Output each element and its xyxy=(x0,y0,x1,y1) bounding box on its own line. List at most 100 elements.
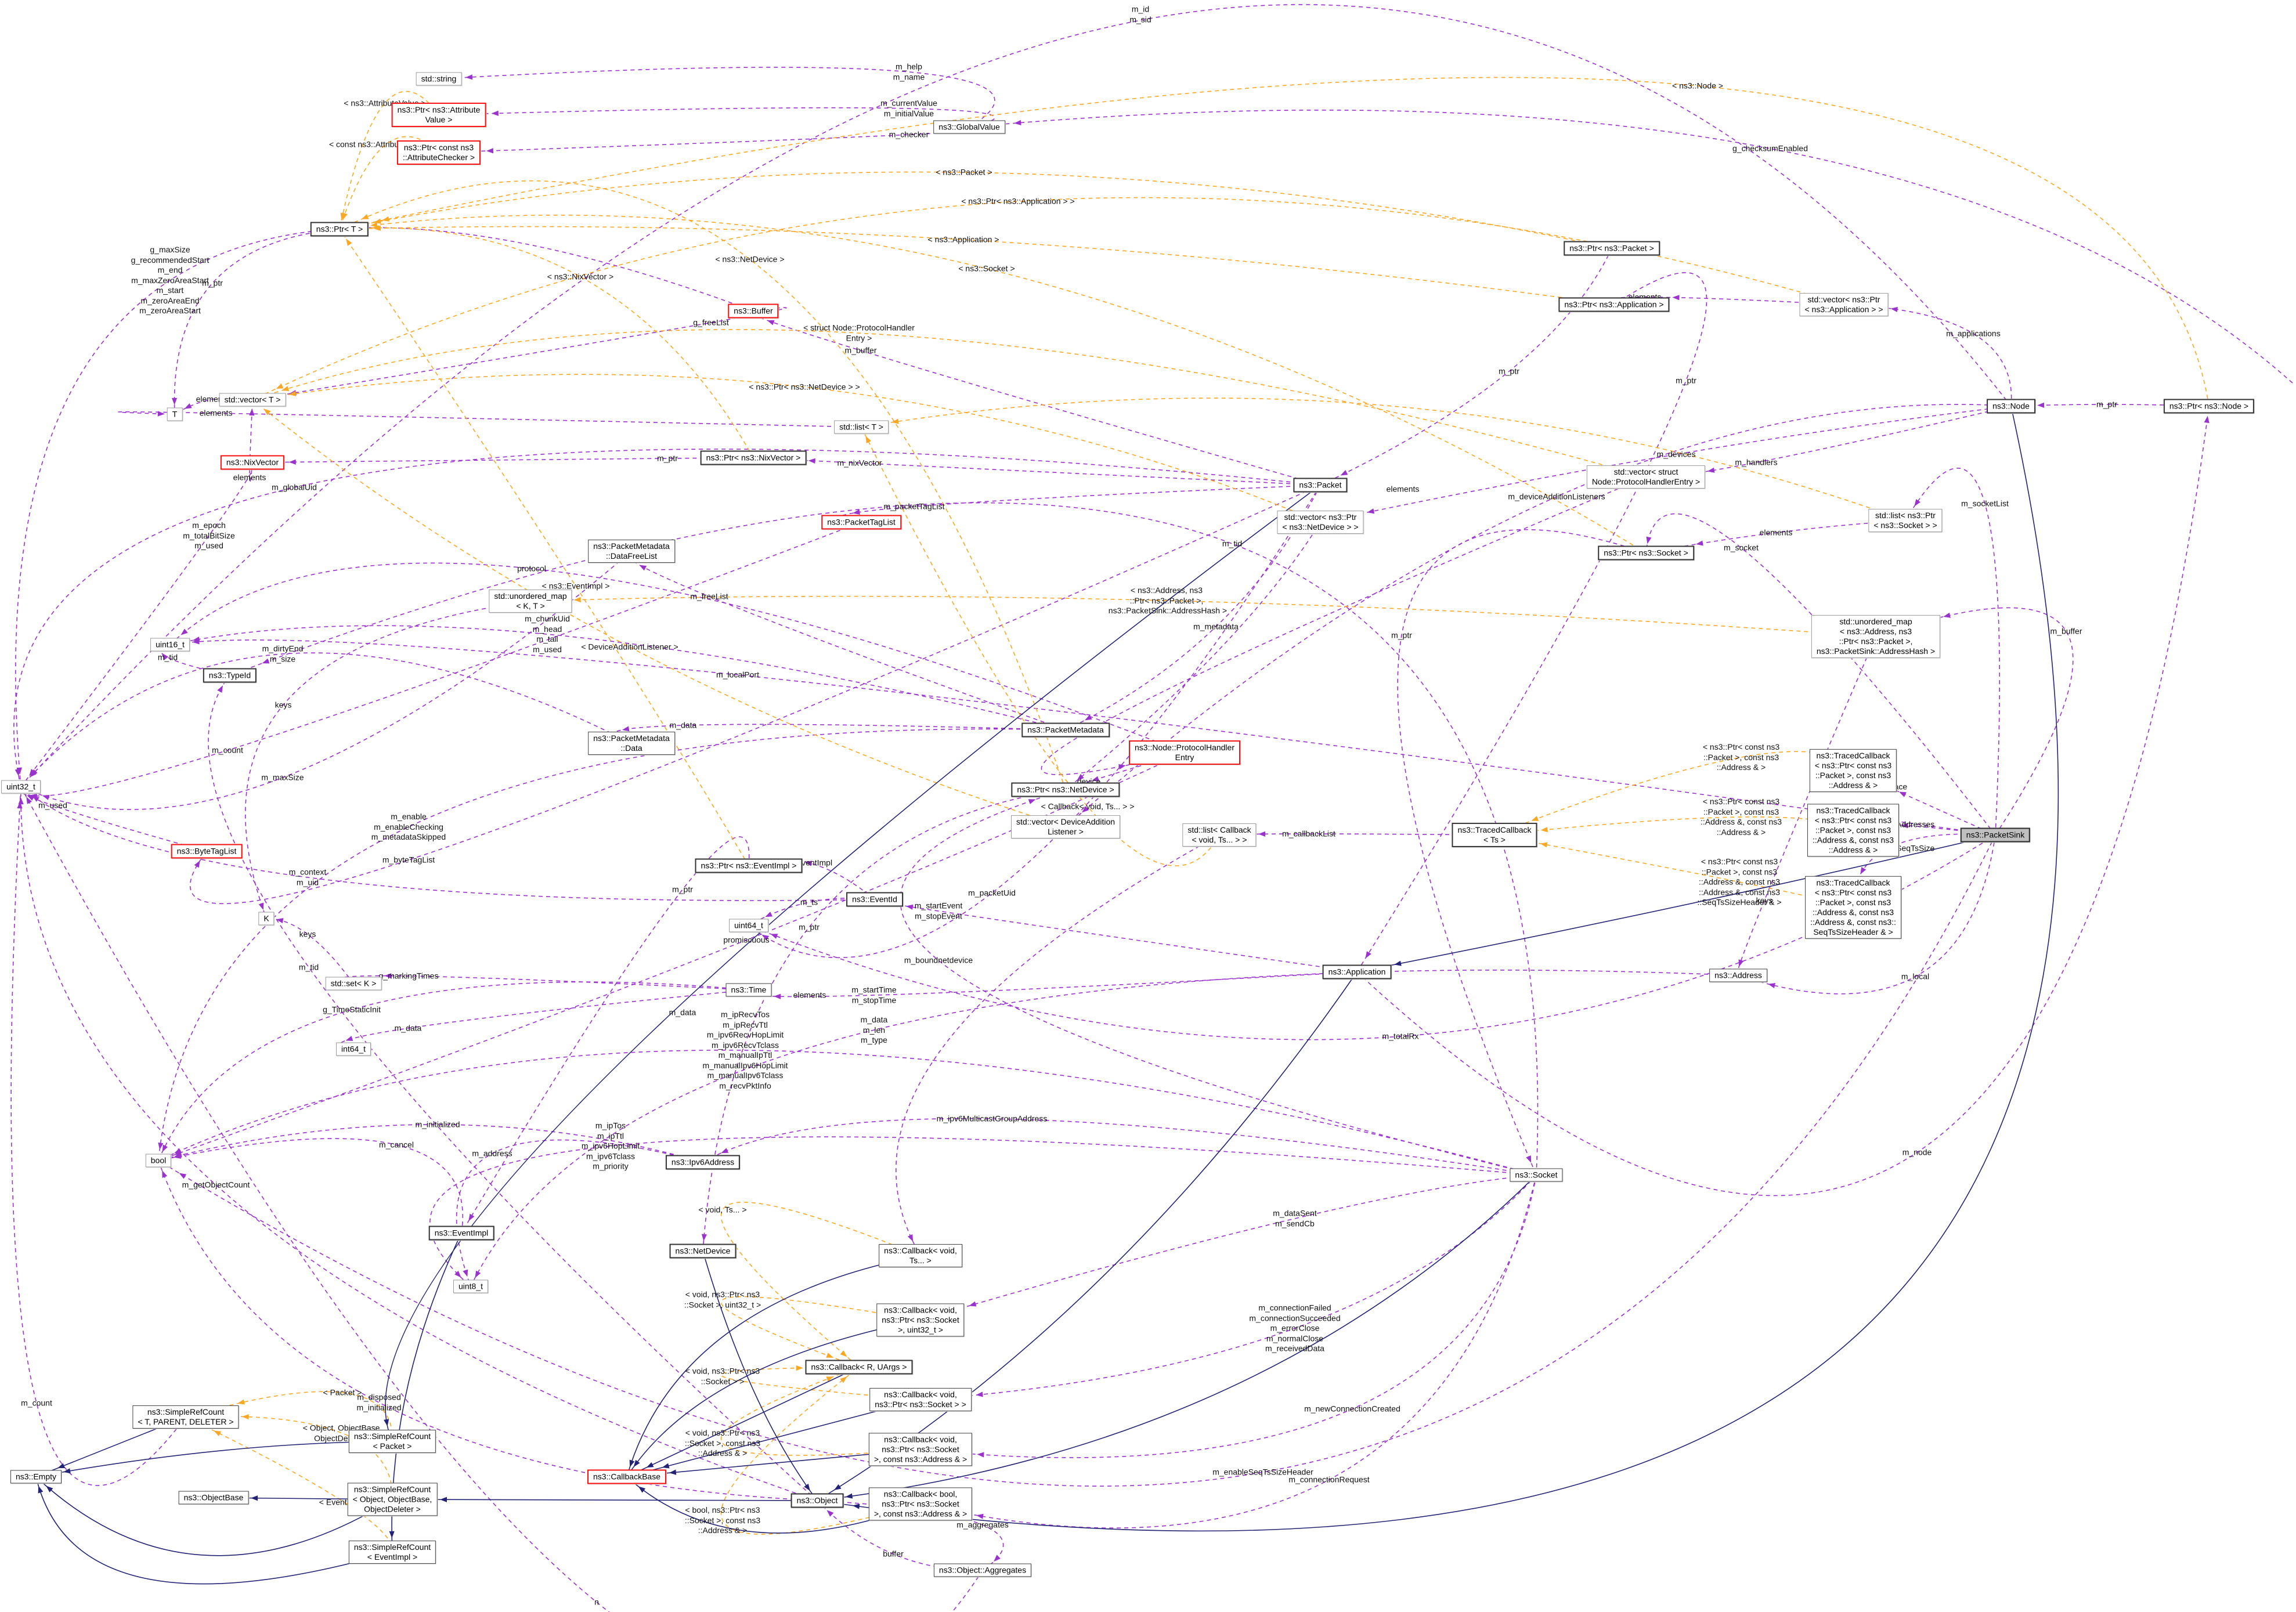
class-box-t[interactable]: T xyxy=(167,407,183,421)
class-box-tcb-ts[interactable]: ns3::TracedCallback < Ts > xyxy=(1452,822,1537,848)
edge-arrowhead xyxy=(1672,295,1680,301)
edge-label: elements xyxy=(1386,484,1420,494)
edge-label: m_tid xyxy=(1222,538,1243,548)
class-box-std-string[interactable]: std::string xyxy=(416,72,462,86)
class-box-address[interactable]: ns3::Address xyxy=(1709,968,1767,982)
class-box-object[interactable]: ns3::Object xyxy=(790,1493,844,1508)
class-box-bool[interactable]: bool xyxy=(145,1154,172,1168)
class-box-src-eventimpl[interactable]: ns3::SimpleRefCount < EventImpl > xyxy=(348,1540,436,1564)
class-box-cb-bool-socket-addr[interactable]: ns3::Callback< bool, ns3::Ptr< ns3::Sock… xyxy=(868,1487,973,1521)
edge-label: m_data xyxy=(669,720,697,730)
class-box-cb-socket-addr[interactable]: ns3::Callback< void, ns3::Ptr< ns3::Sock… xyxy=(868,1433,973,1466)
class-box-ptr-attr-checker[interactable]: ns3::Ptr< const ns3 ::AttributeChecker > xyxy=(396,140,481,165)
class-box-int64[interactable]: int64_t xyxy=(335,1042,371,1056)
class-box-vec-t[interactable]: std::vector< T > xyxy=(219,393,286,407)
class-box-cb-socket-u32[interactable]: ns3::Callback< void, ns3::Ptr< ns3::Sock… xyxy=(876,1303,965,1337)
edge-label: m_handlers xyxy=(1735,457,1778,467)
class-box-ipv6-address[interactable]: ns3::Ipv6Address xyxy=(665,1155,741,1170)
edge-arrowhead xyxy=(796,1365,803,1371)
class-box-cb-void-ts[interactable]: ns3::Callback< void, Ts... > xyxy=(879,1244,962,1268)
class-box-ptr-t[interactable]: ns3::Ptr< T > xyxy=(310,222,369,237)
class-box-global-value[interactable]: ns3::GlobalValue xyxy=(933,120,1005,134)
class-box-buffer[interactable]: ns3::Buffer xyxy=(728,303,779,319)
class-box-uint16[interactable]: uint16_t xyxy=(150,638,190,652)
class-box-src-object[interactable]: ns3::SimpleRefCount < Object, ObjectBase… xyxy=(347,1483,438,1516)
class-box-packet[interactable]: ns3::Packet xyxy=(1293,478,1348,493)
edge xyxy=(1738,834,1996,995)
class-box-packet-tag-list[interactable]: ns3::PacketTagList xyxy=(821,515,901,530)
edge-label: m_packetTagList xyxy=(883,501,945,511)
edge-arrowhead xyxy=(184,403,192,409)
class-box-ptr-socket[interactable]: ns3::Ptr< ns3::Socket > xyxy=(1598,545,1694,561)
edge-arrowhead xyxy=(63,1468,71,1474)
class-box-list-callback[interactable]: std::list< Callback < void, Ts... > > xyxy=(1182,823,1257,847)
edge-label: m_chunkUid m_head m_tail m_used xyxy=(525,614,570,654)
class-box-vec-phe[interactable]: std::vector< struct Node::ProtocolHandle… xyxy=(1586,465,1706,489)
class-box-ptr-nix[interactable]: ns3::Ptr< ns3::NixVector > xyxy=(700,450,807,465)
class-box-phe[interactable]: ns3::Node::ProtocolHandler Entry xyxy=(1129,740,1240,765)
edge-label: < bool, ns3::Ptr< ns3 ::Socket >, const … xyxy=(684,1505,761,1535)
class-box-time[interactable]: ns3::Time xyxy=(725,983,772,997)
edge-arrowhead xyxy=(1365,951,1371,959)
class-box-ptr-app[interactable]: ns3::Ptr< ns3::Application > xyxy=(1558,297,1670,312)
edge xyxy=(252,197,1844,400)
class-box-callback-base[interactable]: ns3::CallbackBase xyxy=(587,1469,666,1484)
class-box-node[interactable]: ns3::Node xyxy=(1987,399,2035,414)
class-box-uint64[interactable]: uint64_t xyxy=(729,919,768,932)
class-box-cb-socket[interactable]: ns3::Callback< void, ns3::Ptr< ns3::Sock… xyxy=(869,1387,972,1412)
class-box-eventid[interactable]: ns3::EventId xyxy=(846,892,903,907)
edge-arrowhead xyxy=(288,391,297,396)
edge-arrowhead xyxy=(1646,536,1652,544)
class-box-ptr-attr-value[interactable]: ns3::Ptr< ns3::Attribute Value > xyxy=(391,102,486,128)
class-box-packet-sink[interactable]: ns3::PacketSink xyxy=(1960,827,2031,843)
class-box-net-device[interactable]: ns3::NetDevice xyxy=(669,1244,737,1259)
class-box-nix-vector[interactable]: ns3::NixVector xyxy=(220,455,285,470)
class-box-tcb3[interactable]: ns3::TracedCallback < ns3::Ptr< const ns… xyxy=(1805,876,1901,939)
class-box-application[interactable]: ns3::Application xyxy=(1322,964,1392,980)
class-box-pm-data[interactable]: ns3::PacketMetadata ::Data xyxy=(588,731,675,756)
edge xyxy=(339,180,1066,790)
class-box-packet-metadata[interactable]: ns3::PacketMetadata xyxy=(1021,722,1110,738)
edge xyxy=(1494,834,1854,908)
class-box-ptr-netdevice[interactable]: ns3::Ptr< ns3::NetDevice > xyxy=(1011,782,1120,797)
class-box-set-k[interactable]: std::set< K > xyxy=(325,977,382,991)
class-box-list-ptr-socket[interactable]: std::list< ns3::Ptr < ns3::Socket > > xyxy=(1868,508,1943,533)
class-box-dfl[interactable]: ns3::PacketMetadata ::DataFreeList xyxy=(588,539,675,563)
class-box-vec-ptr-app[interactable]: std::vector< ns3::Ptr < ns3::Application… xyxy=(1799,292,1889,317)
class-box-empty[interactable]: ns3::Empty xyxy=(10,1470,62,1484)
class-box-tcb2[interactable]: ns3::TracedCallback < ns3::Ptr< const ns… xyxy=(1807,804,1900,857)
edge xyxy=(1905,468,2001,836)
class-box-vec-dal[interactable]: std::vector< DeviceAddition Listener > xyxy=(1010,815,1121,839)
edge-arrowhead xyxy=(194,860,200,868)
class-box-event-impl[interactable]: ns3::EventImpl xyxy=(428,1226,494,1241)
class-box-src-packet[interactable]: ns3::SimpleRefCount < Packet > xyxy=(348,1429,436,1454)
class-box-umap-addr[interactable]: std::unordered_map < ns3::Address, ns3 :… xyxy=(1811,615,1941,659)
class-box-aggregates[interactable]: ns3::Object::Aggregates xyxy=(933,1563,1032,1577)
class-box-typeid[interactable]: ns3::TypeId xyxy=(203,668,257,683)
class-box-vec-ptr-netdev[interactable]: std::vector< ns3::Ptr < ns3::NetDevice >… xyxy=(1277,510,1364,534)
class-box-umap-kt[interactable]: std::unordered_map < K, T > xyxy=(489,589,572,613)
class-box-socket[interactable]: ns3::Socket xyxy=(1510,1168,1563,1182)
class-box-ptr-node[interactable]: ns3::Ptr< ns3::Node > xyxy=(2163,399,2255,414)
class-box-byte-tag-list[interactable]: ns3::ByteTagList xyxy=(171,844,243,859)
edge-label: m_ts xyxy=(800,897,818,907)
class-box-ptr-eventimpl[interactable]: ns3::Ptr< ns3::EventImpl > xyxy=(695,858,803,873)
class-box-src-tpd[interactable]: ns3::SimpleRefCount < T, PARENT, DELETER… xyxy=(132,1405,239,1429)
class-box-cb-r-uargs[interactable]: ns3::Callback< R, UArgs > xyxy=(805,1360,913,1375)
class-box-tcb1[interactable]: ns3::TracedCallback < ns3::Ptr< const ns… xyxy=(1809,749,1897,793)
class-box-ptr-packet[interactable]: ns3::Ptr< ns3::Packet > xyxy=(1564,241,1660,256)
edge xyxy=(252,374,1321,523)
edge xyxy=(20,786,983,1612)
edge-label: m_data m_len m_type xyxy=(860,1014,888,1044)
edge xyxy=(158,1124,703,1163)
class-box-object-base[interactable]: ns3::ObjectBase xyxy=(178,1491,249,1505)
class-box-list-t[interactable]: std::list< T > xyxy=(834,420,889,434)
edge xyxy=(252,399,1066,827)
edge-label: m_globalUid xyxy=(272,482,317,492)
class-box-k[interactable]: K xyxy=(258,912,275,926)
edge-arrowhead xyxy=(463,1269,468,1277)
class-box-uint8[interactable]: uint8_t xyxy=(453,1280,489,1293)
class-box-uint32[interactable]: uint32_t xyxy=(1,780,41,794)
edge-label: m_dirtyEnd m_size xyxy=(262,644,304,664)
edge-arrowhead xyxy=(1890,306,1898,312)
